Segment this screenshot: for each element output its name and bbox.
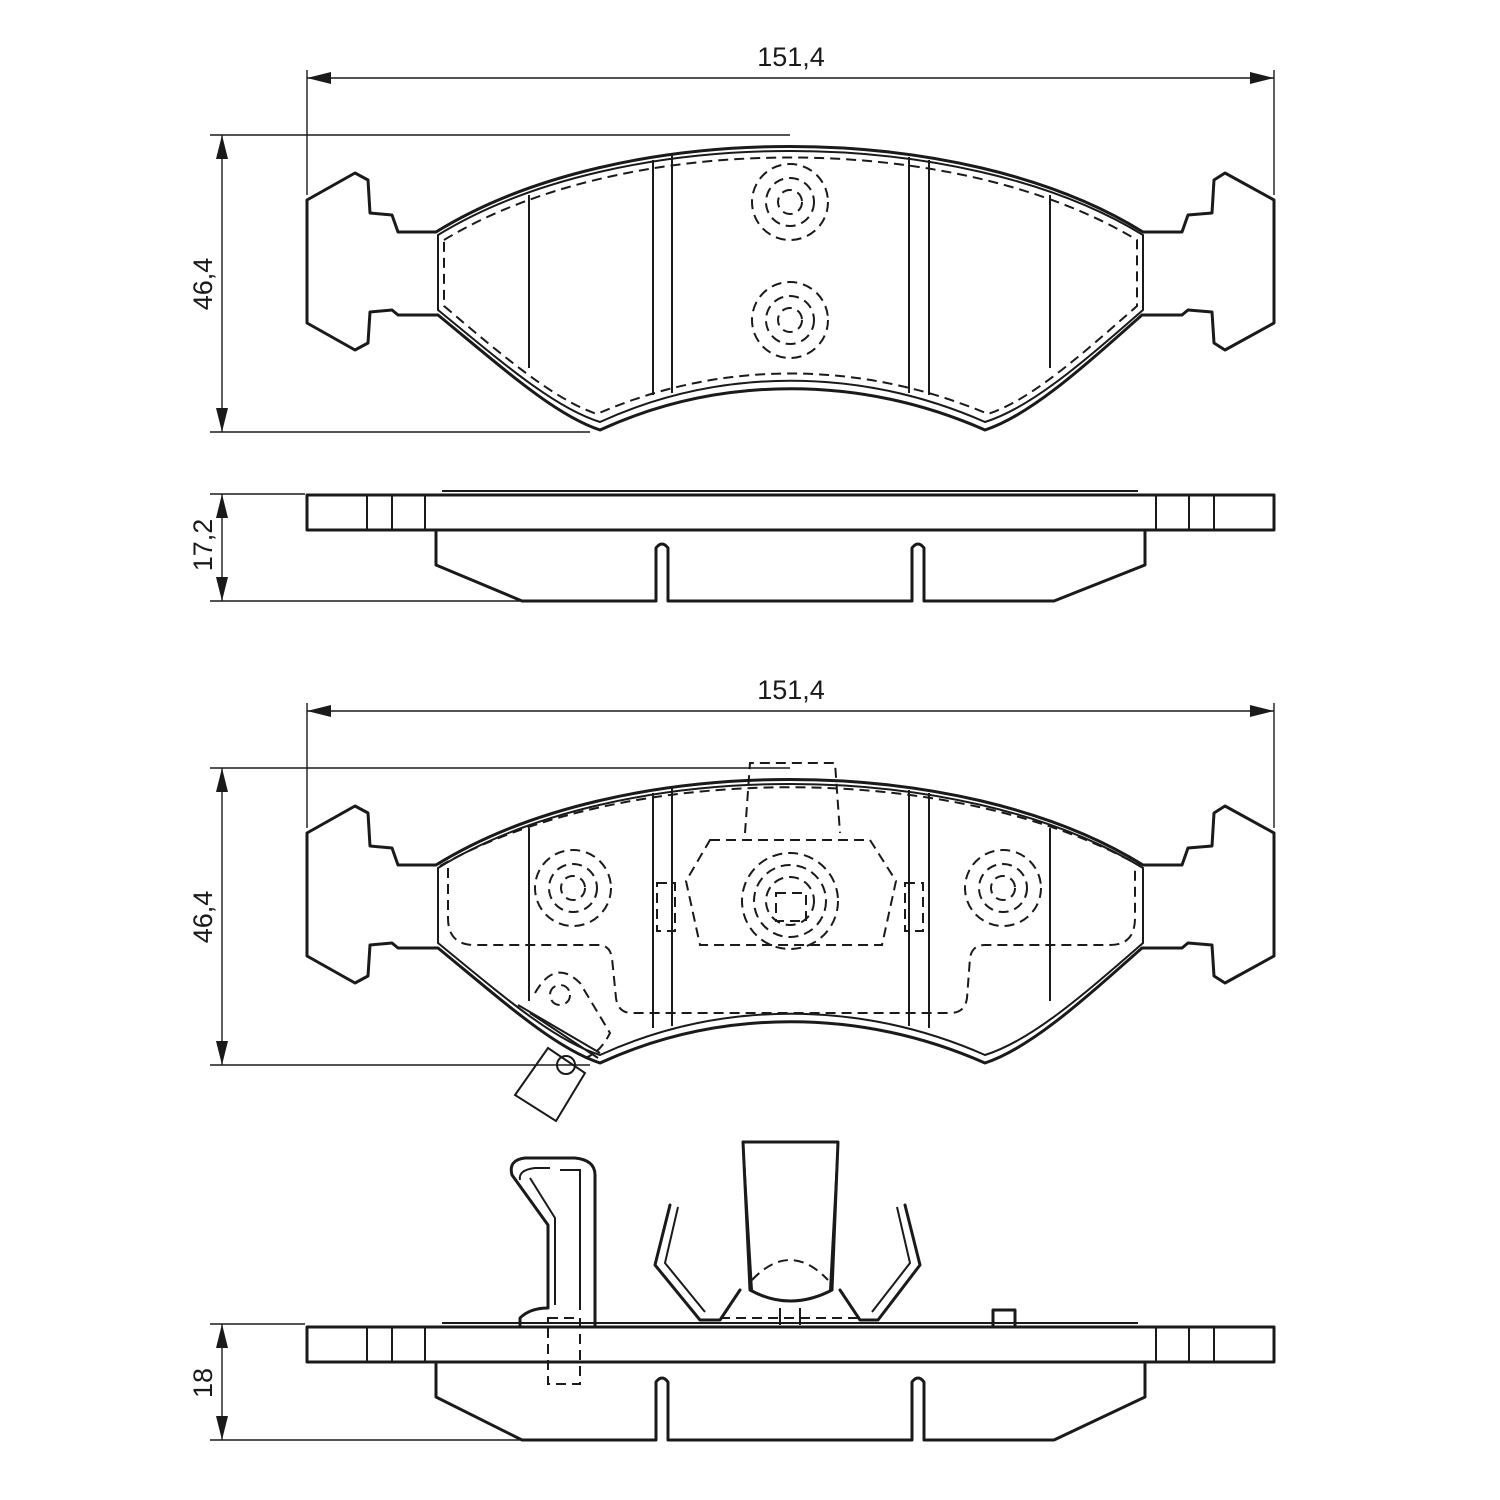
locating-pin (991, 1308, 1017, 1329)
pin-bore-right (964, 849, 1042, 927)
dimension-thickness-1: 17,2 (188, 493, 520, 602)
side-view-pad-1 (305, 490, 1276, 603)
dimension-label-width-2: 151,4 (757, 675, 825, 705)
piston-bore-lower (751, 281, 829, 359)
dimension-bottom-width: 151,4 (306, 675, 1275, 828)
dimension-label-thickness-2: 18 (188, 1368, 218, 1398)
dimension-top-width: 151,4 (306, 42, 1275, 195)
side-view-pad-2 (305, 1140, 1276, 1442)
wear-sensor-clip (509, 1156, 597, 1385)
dimension-label-width: 151,4 (757, 42, 825, 72)
dimension-thickness-2: 18 (188, 1323, 520, 1441)
center-spring-clip-outline (656, 762, 924, 950)
dimension-label-height-2: 46,4 (188, 891, 218, 944)
center-spring-clip (653, 1140, 922, 1325)
piston-bore-upper (751, 163, 829, 241)
front-view-pad-1 (305, 145, 1276, 432)
dimension-top-height: 46,4 (188, 134, 790, 433)
dimension-label-height: 46,4 (188, 258, 218, 311)
front-view-pad-2 (305, 762, 1276, 1123)
pin-bore-left (534, 849, 612, 927)
dimension-bottom-height: 46,4 (188, 767, 790, 1066)
dimension-label-thickness: 17,2 (188, 519, 218, 572)
